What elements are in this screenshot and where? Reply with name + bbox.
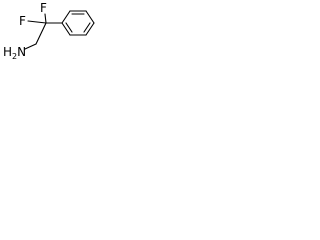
bonds (24, 10, 95, 50)
ring-double-2 (83, 22, 91, 33)
ring-bond-3 (85, 10, 95, 24)
fluorine-top-label: F (40, 1, 47, 15)
amine-text: H (3, 45, 12, 59)
ring-bond-6 (61, 22, 71, 36)
bond-c-f-left (27, 20, 47, 24)
bond-ch2-n (24, 43, 37, 50)
bond-c-ch2 (35, 22, 47, 45)
structural-formula: F F H2N (3, 1, 95, 61)
ring-bond-1 (61, 10, 71, 24)
ring-double-3 (65, 22, 73, 33)
bond-c-f-top (44, 13, 47, 24)
ring-bond-4 (85, 22, 95, 36)
amine-n: N (17, 45, 26, 59)
amine-label: H2N (3, 45, 26, 61)
fluorine-left-label: F (19, 14, 26, 28)
amine-subscript: 2 (12, 52, 17, 61)
